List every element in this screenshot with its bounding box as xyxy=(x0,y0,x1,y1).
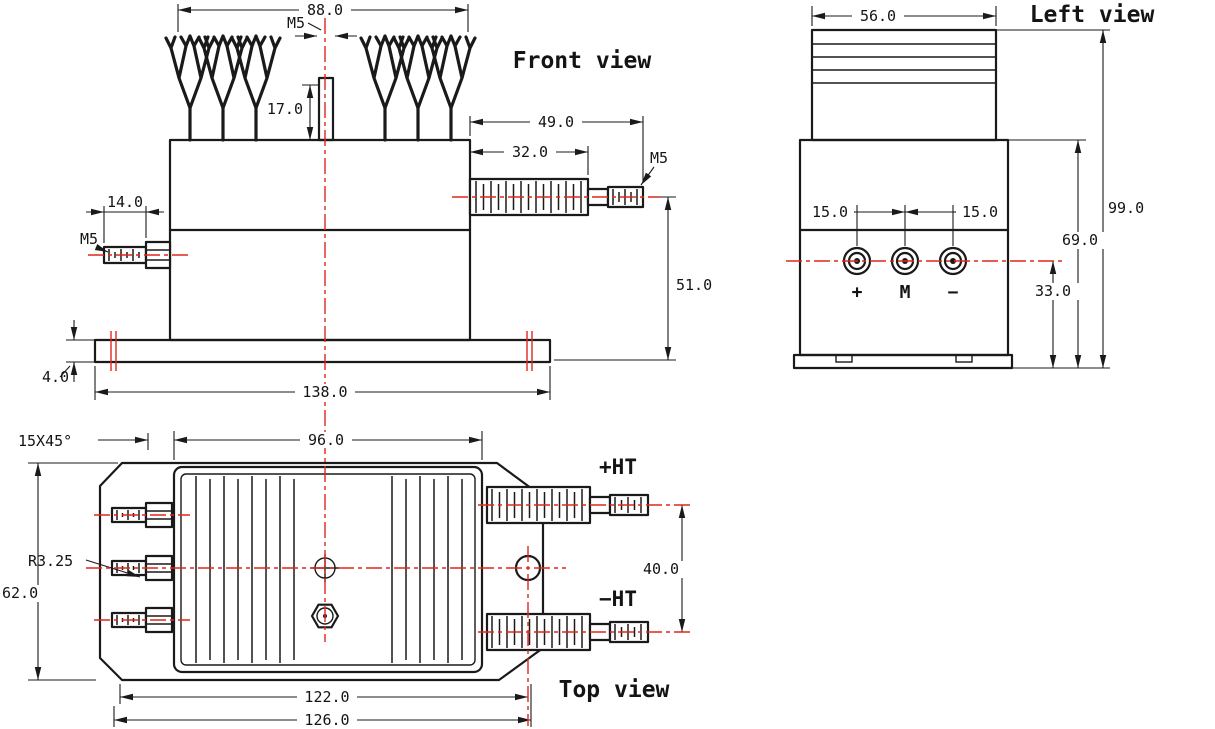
negative-ht-label: −HT xyxy=(599,587,637,611)
top-overall-width-dim: 126.0 xyxy=(304,711,349,729)
top-corner-radius-dim: R3.25 xyxy=(28,552,73,570)
front-view-title: Front view xyxy=(513,48,652,74)
left-terminal-pitch-right-dim: 15.0 xyxy=(962,203,998,221)
top-view-title: Top view xyxy=(559,677,670,703)
left-base-notch-2 xyxy=(955,354,973,363)
front-top-stud-thread-dim: M5 xyxy=(287,14,305,32)
left-total-height-dim: 99.0 xyxy=(1108,199,1144,217)
centerlines xyxy=(86,18,1064,726)
front-left-stud-length-dim: 14.0 xyxy=(107,193,143,211)
front-top-stud-height-dim: 17.0 xyxy=(267,100,303,118)
top-hole-pitch-dim: 122.0 xyxy=(304,688,349,706)
top-ribbed-body xyxy=(172,465,484,674)
left-terminal-axis-height-dim: 33.0 xyxy=(1035,282,1071,300)
front-left-stud-thread-dim: M5 xyxy=(80,230,98,248)
front-right-corrugation-length-dim: 32.0 xyxy=(512,143,548,161)
top-ribbed-body-inner xyxy=(180,473,476,666)
left-terminal-pitch-left-dim: 15.0 xyxy=(812,203,848,221)
terminal-minus-label: − xyxy=(948,282,959,303)
top-chamfer-dim: 15X45° xyxy=(18,432,72,450)
left-view-title: Left view xyxy=(1030,2,1155,28)
left-base-notch-1 xyxy=(835,354,853,363)
front-right-terminal-length-dim: 49.0 xyxy=(538,113,574,131)
labels: Front view 88.0 M5 17.0 49.0 32.0 M5 14.… xyxy=(2,1,1154,729)
left-base-flange xyxy=(792,353,1014,370)
terminal-plus-label: + xyxy=(852,282,863,303)
top-fin-width-dim: 96.0 xyxy=(308,431,344,449)
front-right-terminal-thread-dim: M5 xyxy=(650,149,668,167)
front-base-width-dim: 138.0 xyxy=(302,383,347,401)
left-view xyxy=(792,6,1110,370)
left-dimension-lines xyxy=(806,6,1110,369)
top-ht-pitch-dim: 40.0 xyxy=(643,560,679,578)
positive-ht-label: +HT xyxy=(599,455,637,479)
front-heatsink-width-dim: 88.0 xyxy=(307,1,343,19)
front-top-stud xyxy=(317,76,335,142)
front-base-flange xyxy=(93,338,552,364)
top-body-depth-dim: 62.0 xyxy=(2,584,38,602)
left-heatsink xyxy=(810,28,998,142)
top-ribs-right xyxy=(391,476,463,663)
left-heatsink-fin-lines xyxy=(812,43,996,84)
front-terminal-axis-height-dim: 51.0 xyxy=(676,276,712,294)
left-body-height-dim: 69.0 xyxy=(1062,231,1098,249)
top-ribs-left xyxy=(195,476,295,663)
left-heatsink-depth-dim: 56.0 xyxy=(860,7,896,25)
terminal-middle-label: M xyxy=(900,282,911,303)
front-body xyxy=(168,138,472,342)
text-halos xyxy=(0,2,1106,728)
front-base-thickness-dim: 4.0 xyxy=(42,368,69,386)
top-view xyxy=(28,431,686,727)
